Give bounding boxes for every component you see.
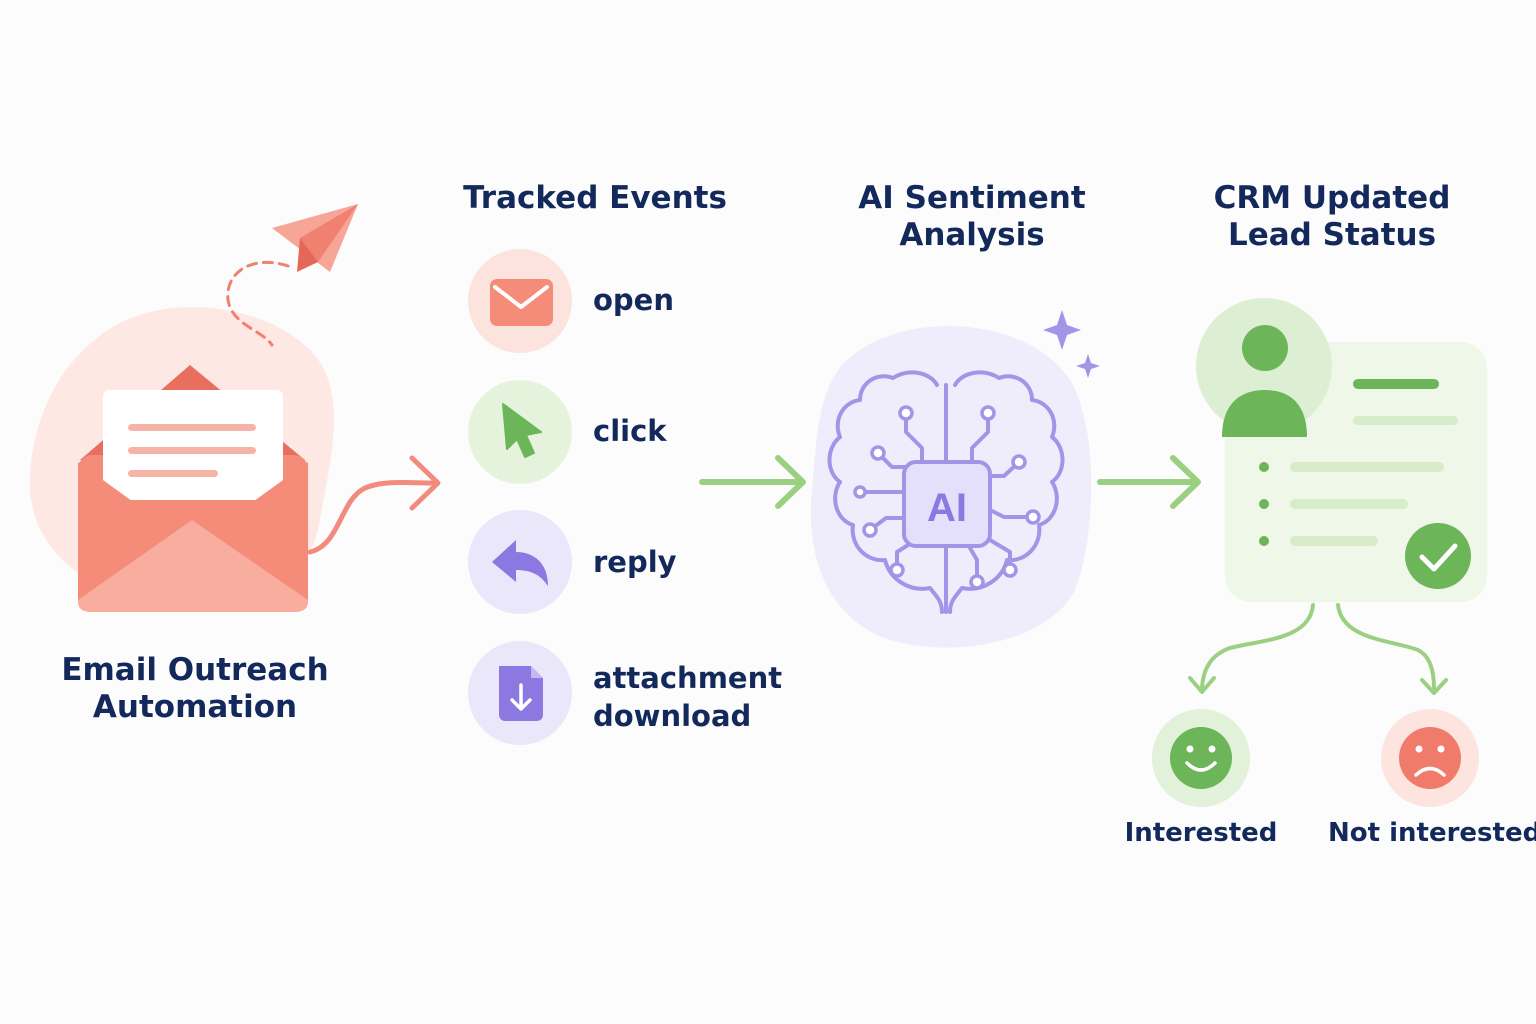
events-title: Tracked Events [440,180,750,217]
crm-title: CRM Updated Lead Status [1182,180,1482,254]
analysis-title: AI Sentiment Analysis [822,180,1122,254]
outcome-not-interested-label: Not interested [1328,818,1536,848]
ai-chip [902,460,992,548]
flow-arrow-1 [699,455,806,509]
outreach-title: Email Outreach Automation [40,652,350,726]
analysis-title-line-2: Analysis [899,217,1045,254]
event-label-attachment: attachment download [593,661,783,733]
outreach-title-line-1: Email Outreach [61,652,329,688]
event-click-icon [468,380,572,484]
branch-arrows [1188,603,1448,695]
contact-card-icon [1196,298,1487,602]
crm-title-line-2: Lead Status [1227,217,1437,254]
event-label-click: click [593,414,667,448]
happy-face-icon [1152,709,1250,807]
crm-title-line-1: CRM Updated [1213,180,1451,216]
event-open-icon [468,249,572,353]
outcome-interested-label: Interested [1124,818,1278,848]
analysis-title-line-1: AI Sentiment [858,180,1086,216]
ai-chip-text: AI [927,486,967,530]
sad-face-icon [1381,709,1479,807]
brain-icon: AI [810,326,1092,648]
event-attachment-icon [468,641,572,745]
event-label-open: open [593,283,674,317]
checkmark-icon [1405,523,1471,589]
sparkle-icon [1043,310,1100,378]
avatar [1196,298,1332,437]
paper-plane-icon [272,204,358,272]
outreach-illustration [29,204,441,612]
flow-arrow-2 [1097,455,1201,509]
dashed-flight-path [226,260,290,347]
outreach-title-line-2: Automation [92,689,298,726]
event-label-reply: reply [593,545,677,579]
event-reply-icon [468,510,572,614]
envelope-icon [78,365,308,612]
events-title-text: Tracked Events [463,180,727,216]
outreach-arrowhead [409,455,441,511]
outreach-arrow [307,479,439,555]
